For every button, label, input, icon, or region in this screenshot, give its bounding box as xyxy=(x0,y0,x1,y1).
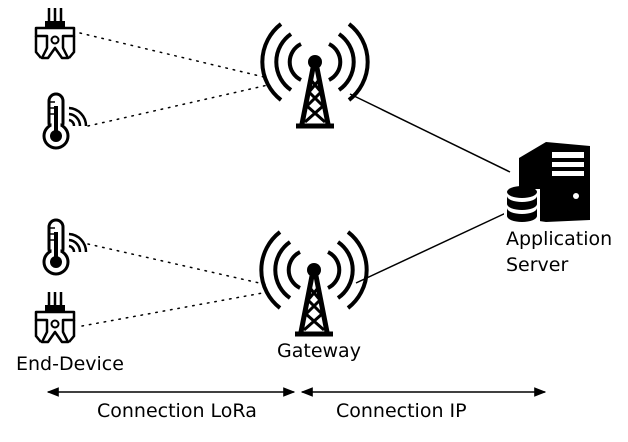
connection-ip-label: Connection IP xyxy=(336,400,467,422)
ip-link-2 xyxy=(355,211,509,284)
wireless-thermometer-icon xyxy=(42,218,88,276)
end-device-label: End-Device xyxy=(16,353,124,375)
app-server-label-line1: Application xyxy=(506,228,613,250)
radio-tower-icon xyxy=(262,24,367,126)
server-database-icon xyxy=(504,142,590,224)
wireless-thermometer-icon xyxy=(42,92,88,150)
gateway-label: Gateway xyxy=(277,340,361,362)
connection-lora-label: Connection LoRa xyxy=(97,400,257,422)
ip-links xyxy=(349,93,511,284)
lora-links xyxy=(79,32,269,327)
lora-link-4 xyxy=(81,291,269,327)
app-server-label-line2: Server xyxy=(506,254,569,276)
lora-link-3 xyxy=(87,243,269,286)
robotic-claw-icon xyxy=(34,290,76,344)
ip-link-1 xyxy=(349,93,511,173)
radio-tower-icon xyxy=(261,232,366,334)
lora-link-1 xyxy=(79,32,269,79)
lora-link-2 xyxy=(87,84,269,127)
robotic-claw-icon xyxy=(34,6,76,60)
